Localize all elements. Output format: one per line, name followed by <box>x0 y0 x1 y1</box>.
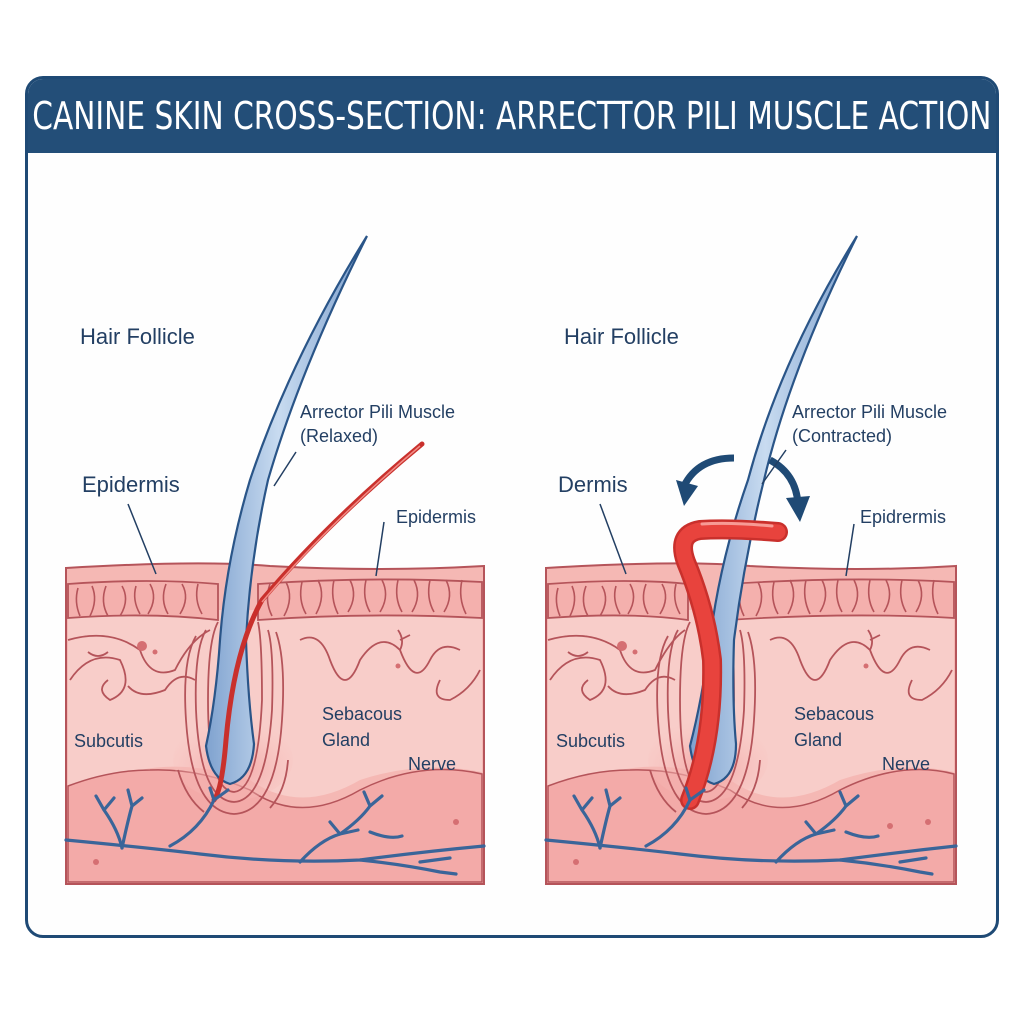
skin-dot <box>93 859 99 865</box>
skin-dot <box>632 649 638 655</box>
label-right-layer: Epidermis <box>396 507 476 527</box>
panel-relaxed: Hair Follicle Arrector Pili Muscle (Rela… <box>64 235 486 885</box>
label-left-layer: Epidermis <box>82 472 180 497</box>
title-bar: CANINE SKIN CROSS-SECTION: ARRECTTOR PIL… <box>28 79 996 153</box>
arrector-pili-muscle <box>211 441 425 803</box>
dermis-region <box>68 610 482 798</box>
skin-dot <box>453 819 459 825</box>
label-gland-2: Gland <box>794 730 842 750</box>
label-muscle: Arrector Pili Muscle <box>792 402 947 422</box>
skin-dot <box>573 859 579 865</box>
label-nerve: Nerve <box>408 754 456 774</box>
label-subcutis: Subcutis <box>74 731 143 751</box>
label-hair-follicle: Hair Follicle <box>564 324 679 349</box>
skin-block <box>545 562 957 885</box>
follicle-sheath <box>177 621 289 815</box>
label-muscle-state: (Contracted) <box>792 426 892 446</box>
subcutis-band <box>547 768 955 883</box>
dermis-region <box>548 610 954 798</box>
leader-lines <box>127 451 385 577</box>
nerve-network <box>544 786 958 876</box>
skin-dot <box>617 641 627 651</box>
skin-block <box>65 562 485 885</box>
epidermis-band-right <box>727 578 955 621</box>
muscle-highlight <box>261 445 421 603</box>
label-muscle: Arrector Pili Muscle <box>300 402 455 422</box>
epidermis-striations <box>555 579 939 617</box>
epidermis-striations <box>75 579 467 617</box>
skin-dot <box>395 663 401 669</box>
skin-dot <box>863 663 869 669</box>
label-gland-2: Gland <box>322 730 370 750</box>
skin-dot <box>925 819 931 825</box>
muscle-highlight <box>700 521 774 528</box>
contraction-arrows <box>676 454 810 522</box>
nerve-network <box>64 786 486 876</box>
skin-dot <box>152 649 158 655</box>
arrow-left-icon <box>680 454 735 488</box>
label-subcutis: Subcutis <box>556 731 625 751</box>
arrow-right-head-icon <box>786 496 810 522</box>
hair-shaft <box>204 235 368 786</box>
label-gland: Sebacous <box>794 704 874 724</box>
dermal-papillae <box>547 629 953 702</box>
epidermis-band <box>547 580 689 622</box>
label-right-layer: Epidrermis <box>860 507 946 527</box>
label-left-layer: Dermis <box>558 472 628 497</box>
label-nerve: Nerve <box>882 754 930 774</box>
page-title: CANINE SKIN CROSS-SECTION: ARRECTTOR PIL… <box>32 94 992 138</box>
skin-dot <box>887 823 893 829</box>
leader-lines <box>599 449 855 577</box>
label-gland: Sebacous <box>322 704 402 724</box>
panel-contracted: Hair Follicle Arrector Pili Muscle (Cont… <box>544 235 958 885</box>
arrow-left-head-icon <box>676 480 698 506</box>
skin-dot <box>137 641 147 651</box>
label-hair-follicle: Hair Follicle <box>80 324 195 349</box>
epidermis-band-right <box>257 578 483 621</box>
label-muscle-state: (Relaxed) <box>300 426 378 446</box>
